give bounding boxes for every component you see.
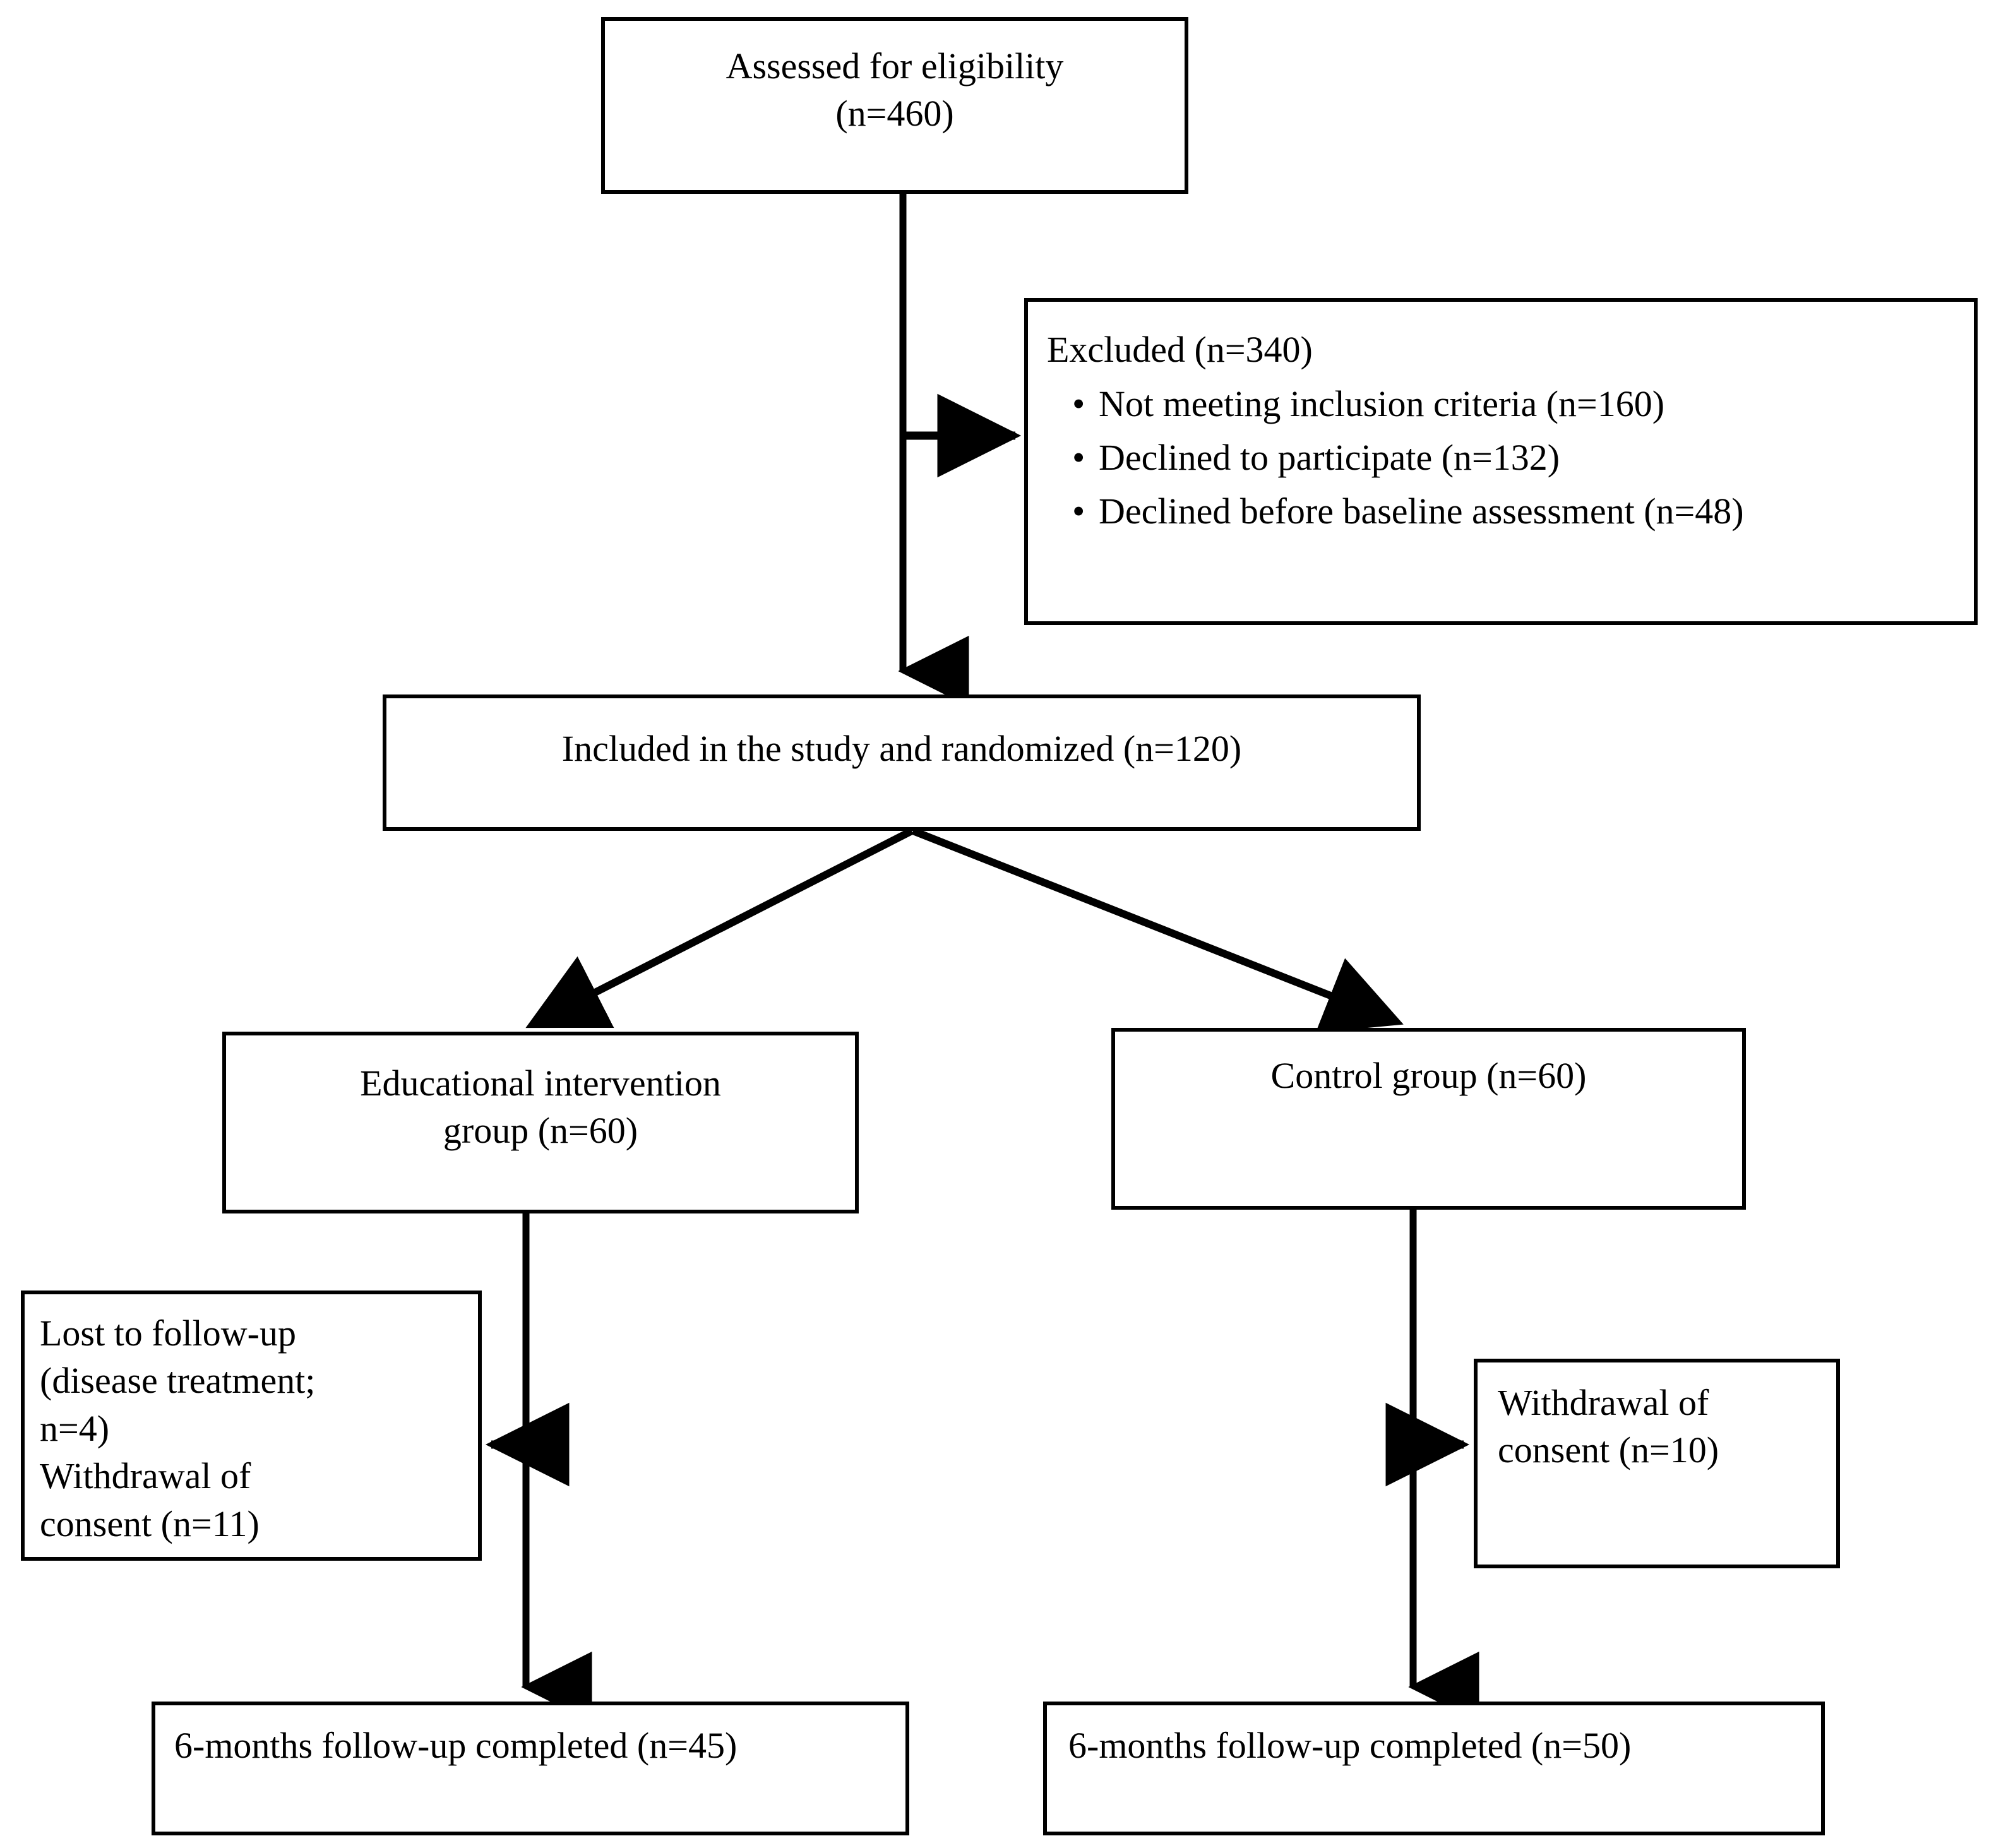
node-included-and-randomized: Included in the study and randomized (n=… [383, 694, 1421, 831]
node-lost-left-text: Lost to follow-up (disease treatment; n=… [40, 1313, 316, 1544]
list-item: • Declined to participate (n=132) [1070, 436, 1974, 480]
list-item: • Declined before baseline assessment (n… [1070, 489, 1974, 534]
bullet-icon: • [1072, 490, 1085, 532]
list-item: • Not meeting inclusion criteria (n=160) [1070, 382, 1974, 427]
node-excluded-heading: Excluded (n=340) [1047, 329, 1313, 370]
node-lost-to-follow-up-intervention: Lost to follow-up (disease treatment; n=… [21, 1291, 482, 1561]
list-item-label: Not meeting inclusion criteria (n=160) [1099, 383, 1665, 425]
node-intervention-text: Educational intervention group (n=60) [360, 1063, 721, 1152]
node-followup-completed-intervention: 6-months follow-up completed (n=45) [152, 1702, 909, 1835]
list-item-label: Declined before baseline assessment (n=4… [1099, 490, 1744, 532]
excluded-reasons-list: • Not meeting inclusion criteria (n=160)… [1047, 382, 1974, 534]
bullet-icon: • [1072, 437, 1085, 479]
connector-randomized-to-intervention [525, 827, 914, 1028]
node-control-group: Control group (n=60) [1111, 1028, 1746, 1210]
node-control-text: Control group (n=60) [1270, 1055, 1587, 1096]
node-assessed-for-eligibility: Assessed for eligibility (n=460) [601, 17, 1188, 194]
node-educational-intervention-group: Educational intervention group (n=60) [222, 1032, 859, 1213]
connector-randomized-to-control [911, 827, 1404, 1033]
node-withdraw-right-text: Withdrawal of consent (n=10) [1498, 1382, 1719, 1471]
list-item-label: Declined to participate (n=132) [1099, 437, 1560, 479]
bullet-icon: • [1072, 383, 1085, 425]
node-assessed-text: Assessed for eligibility (n=460) [726, 45, 1064, 134]
node-withdrawal-of-consent-control: Withdrawal of consent (n=10) [1474, 1359, 1840, 1568]
node-followup-right-text: 6-months follow-up completed (n=50) [1068, 1725, 1632, 1766]
node-followup-left-text: 6-months follow-up completed (n=45) [174, 1725, 738, 1766]
node-randomized-text: Included in the study and randomized (n=… [561, 728, 1242, 769]
node-followup-completed-control: 6-months follow-up completed (n=50) [1043, 1702, 1825, 1835]
node-excluded: Excluded (n=340) • Not meeting inclusion… [1024, 298, 1978, 625]
